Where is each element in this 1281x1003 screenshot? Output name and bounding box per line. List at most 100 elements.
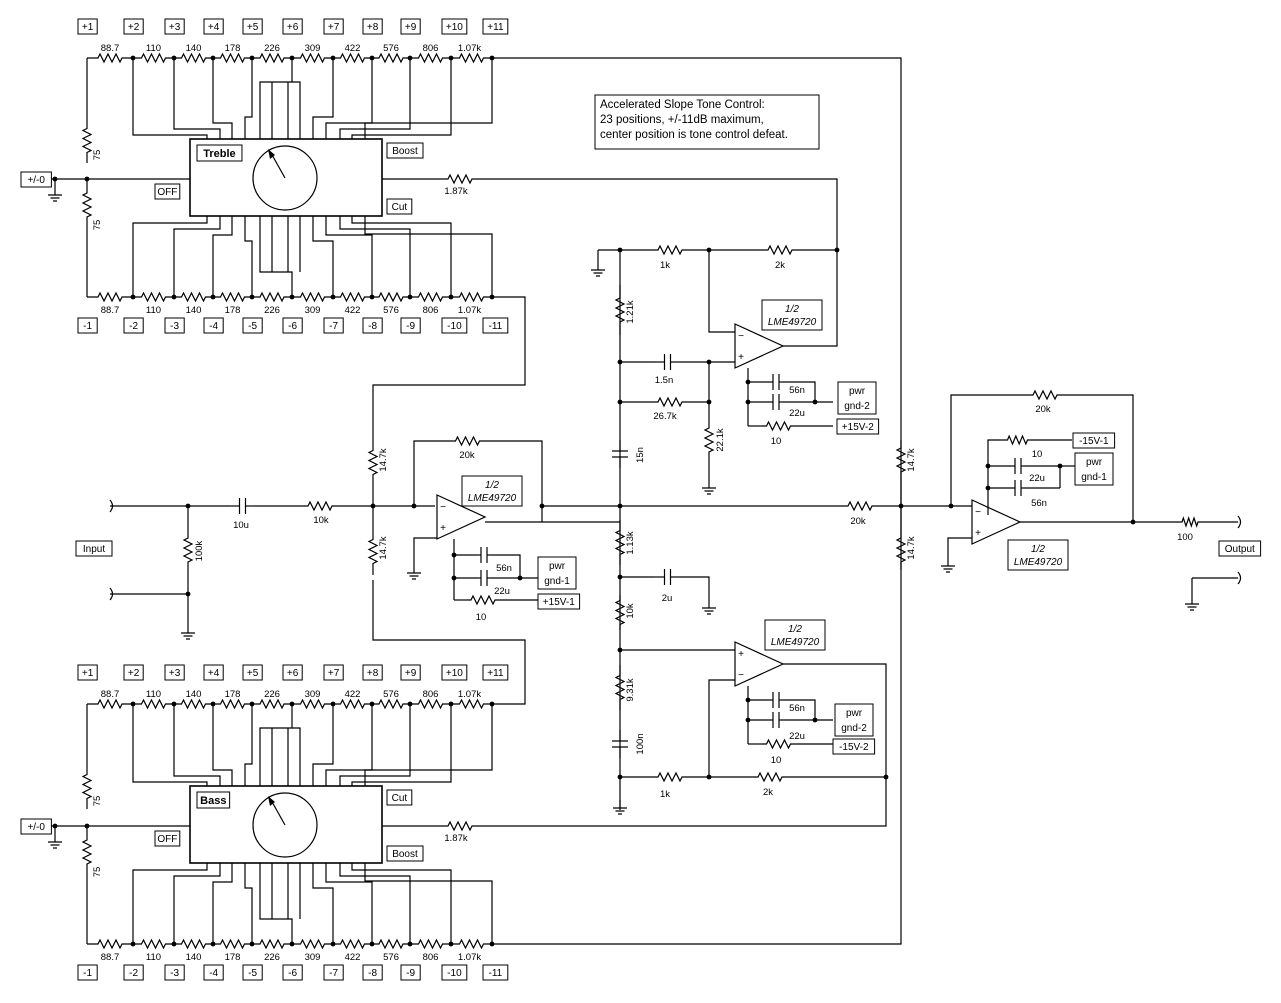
treble-bottom-tag: Cut bbox=[386, 198, 413, 215]
knob-pointer bbox=[270, 152, 286, 179]
switch-contact bbox=[212, 863, 233, 944]
net-label-text: +8 bbox=[367, 668, 379, 679]
resistor bbox=[292, 291, 333, 303]
op-amp-part: LME49720 bbox=[468, 493, 517, 504]
label: 10u bbox=[233, 520, 249, 531]
label: 14.7k bbox=[906, 536, 917, 559]
switch-contact bbox=[259, 58, 293, 139]
switch-contact bbox=[364, 216, 493, 297]
switch-contact bbox=[244, 58, 253, 139]
net-label-text: -2 bbox=[129, 968, 138, 979]
op-amp: +− bbox=[734, 641, 785, 687]
position-tag: +4 bbox=[203, 664, 224, 681]
label: 309 bbox=[305, 305, 321, 316]
label: 1.21k bbox=[625, 300, 636, 323]
position-tag: +6 bbox=[282, 664, 303, 681]
label: 14.7k bbox=[378, 536, 389, 559]
net-label-text: OFF bbox=[157, 187, 177, 198]
label: 178 bbox=[225, 305, 241, 316]
label: 110 bbox=[146, 952, 161, 963]
wires bbox=[45, 57, 1238, 945]
rail-label: -15V-1 bbox=[1072, 432, 1116, 449]
net-label-text: -4 bbox=[209, 321, 218, 332]
position-tag: -4 bbox=[203, 964, 224, 981]
resistor bbox=[650, 771, 690, 783]
x bbox=[783, 663, 887, 777]
label: 226 bbox=[264, 952, 280, 963]
output-label: Output bbox=[1218, 540, 1262, 557]
net-label-text: -11 bbox=[489, 968, 503, 979]
label: 22u bbox=[494, 586, 510, 597]
rail-label: +15V-1 bbox=[537, 593, 581, 610]
switch-contact bbox=[351, 216, 452, 297]
switch-contact bbox=[212, 704, 233, 786]
label: 2k bbox=[763, 787, 773, 798]
label: 56n bbox=[1031, 498, 1047, 509]
gnd-text: gnd-2 bbox=[841, 723, 867, 734]
resistor bbox=[213, 698, 252, 710]
junction bbox=[834, 247, 840, 253]
svg-text:−: − bbox=[738, 670, 744, 681]
resistor bbox=[410, 291, 451, 303]
label: 140 bbox=[186, 43, 202, 54]
junction bbox=[411, 503, 417, 509]
label: 576 bbox=[383, 689, 399, 700]
note-line: 23 positions, +/-11dB maximum, bbox=[600, 114, 764, 126]
junction bbox=[1130, 519, 1136, 525]
bass-feed-wire bbox=[480, 777, 887, 827]
position-tag: +5 bbox=[242, 18, 263, 35]
resistor bbox=[750, 771, 790, 783]
label: 422 bbox=[345, 305, 361, 316]
gnd-text: gnd-1 bbox=[1081, 472, 1107, 483]
resistor bbox=[440, 173, 480, 185]
resistor bbox=[372, 291, 410, 303]
label: 140 bbox=[186, 689, 202, 700]
fb-wire bbox=[413, 440, 450, 506]
capacitor bbox=[772, 394, 780, 410]
resistor bbox=[300, 500, 340, 512]
resistor bbox=[333, 698, 372, 710]
net-label-text: +3 bbox=[169, 668, 181, 679]
svg-text:−: − bbox=[440, 502, 446, 513]
junction bbox=[617, 503, 623, 509]
position-tag: -5 bbox=[242, 317, 263, 334]
net-label-text: -4 bbox=[209, 968, 218, 979]
arrow-icon bbox=[268, 796, 275, 806]
position-tag: +2 bbox=[123, 18, 144, 35]
svg-text:+: + bbox=[738, 352, 744, 363]
capacitor bbox=[663, 354, 672, 370]
net-label-text: -5 bbox=[248, 321, 257, 332]
position-tag: +8 bbox=[362, 18, 383, 35]
junction bbox=[489, 294, 495, 300]
net-label-text: -8 bbox=[368, 968, 377, 979]
label: 75 bbox=[92, 150, 103, 161]
resistor bbox=[614, 595, 626, 630]
net-label-text: +3 bbox=[169, 22, 181, 33]
resistor bbox=[760, 244, 800, 256]
resistor bbox=[367, 440, 379, 485]
resistor bbox=[762, 738, 795, 750]
bass-bottom-tag: Boost bbox=[386, 845, 424, 862]
net-label-text: Output bbox=[1225, 544, 1255, 555]
resistor bbox=[87, 291, 133, 303]
net-label-text: +/-0 bbox=[27, 822, 45, 833]
pwr-text: pwr bbox=[549, 561, 566, 572]
net-label-text: +8 bbox=[367, 22, 379, 33]
resistor bbox=[372, 938, 410, 950]
junction bbox=[706, 359, 712, 365]
net-label-text: Cut bbox=[392, 202, 408, 213]
x bbox=[708, 250, 735, 333]
net-label-text: -10 bbox=[447, 968, 462, 979]
label: 110 bbox=[146, 305, 161, 316]
label: 10 bbox=[1032, 449, 1043, 460]
switch-contact bbox=[351, 58, 452, 139]
terminal bbox=[1237, 515, 1242, 529]
position-tag: +7 bbox=[323, 18, 344, 35]
ground-symbol bbox=[48, 841, 62, 849]
resistor bbox=[292, 52, 333, 64]
switch-contact bbox=[351, 863, 452, 944]
junction bbox=[706, 399, 712, 405]
op-amp: −+ bbox=[734, 323, 785, 369]
capacitor bbox=[612, 740, 628, 748]
